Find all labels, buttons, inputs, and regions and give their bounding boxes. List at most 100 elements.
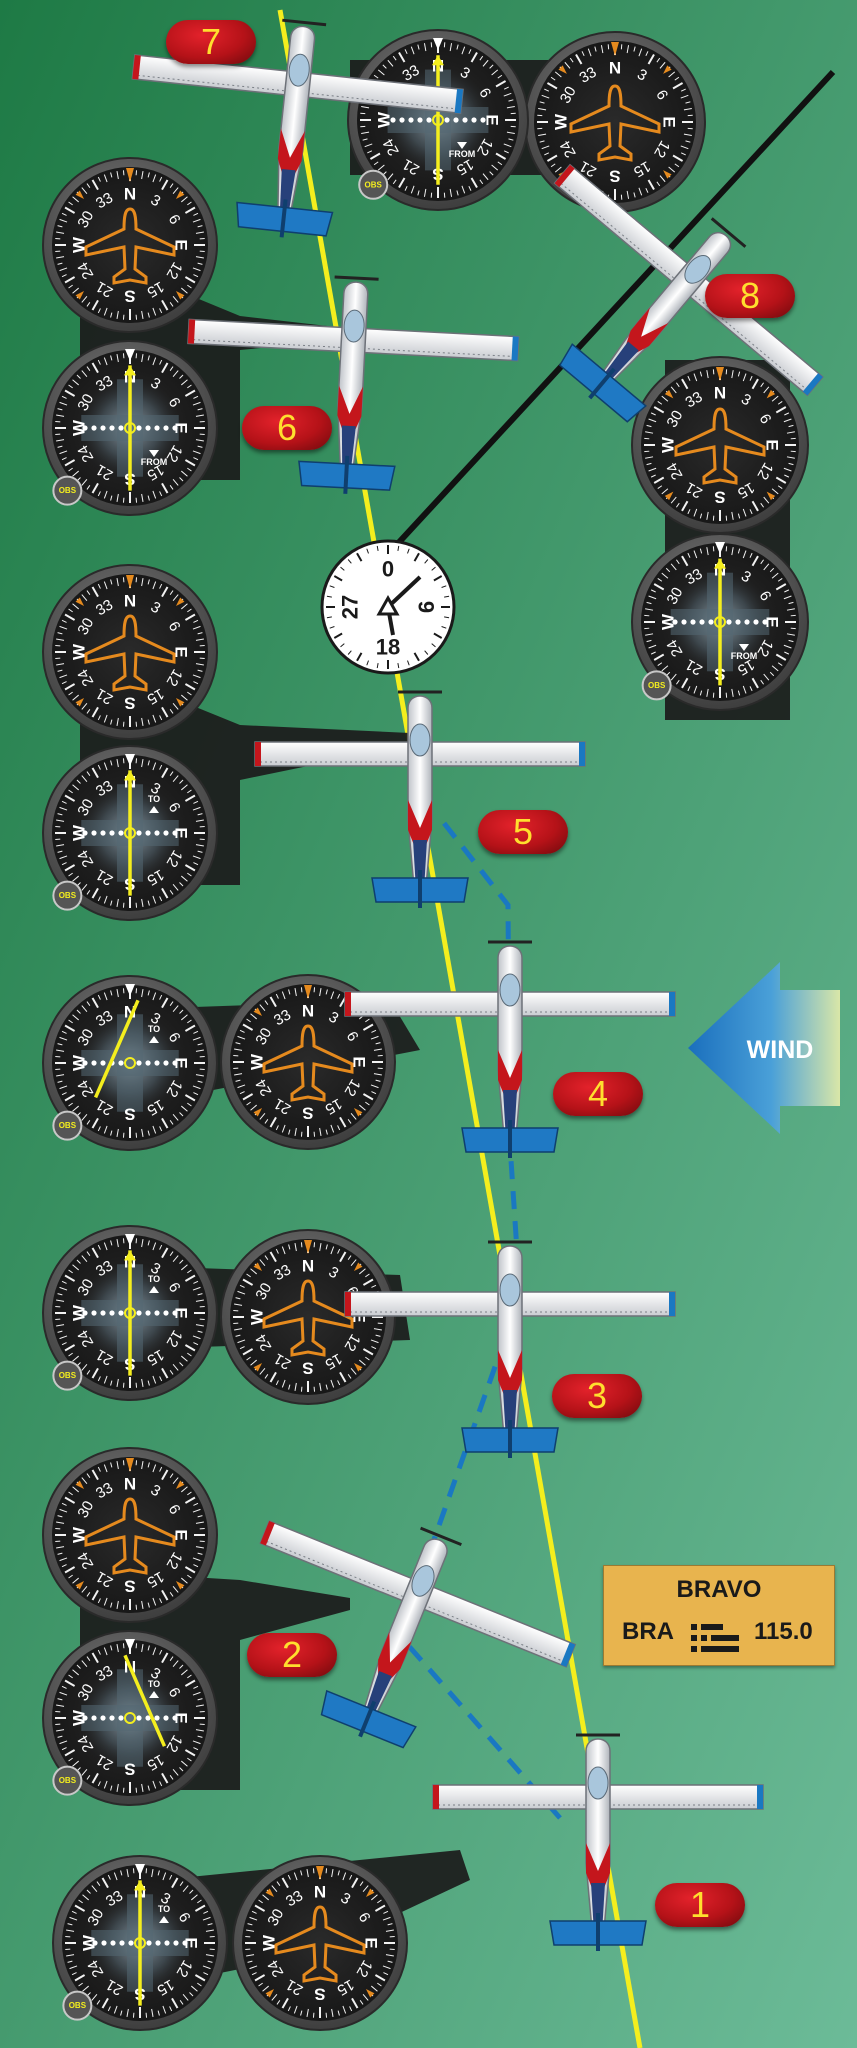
dial-tick: [91, 1367, 99, 1379]
right-wingtip-light: [454, 88, 464, 114]
dial-tick: [294, 1382, 297, 1391]
heading-scale-label: 30: [557, 84, 580, 107]
dial-tick: [116, 1378, 119, 1387]
dial-tick: [235, 1297, 241, 1300]
dial-tick: [404, 49, 408, 55]
dial-tick: [181, 196, 188, 203]
right-wingtip-light: [560, 1642, 576, 1667]
obs-knob-body[interactable]: [358, 169, 389, 200]
dial-tick: [72, 1486, 79, 1493]
dial-tick: [675, 382, 680, 388]
obs-knob[interactable]: OBS: [52, 1765, 83, 1796]
dial-tick: [456, 190, 459, 196]
obs-knob[interactable]: OBS: [62, 1990, 93, 2021]
dial-tick: [661, 572, 669, 579]
course-index: [125, 754, 135, 766]
dial-tick: [59, 1740, 68, 1745]
obs-knob-body[interactable]: [641, 670, 672, 701]
dial-tick: [187, 1352, 192, 1357]
dial-tick: [661, 665, 669, 672]
dial-tick: [169, 1656, 174, 1661]
dial-tick: [162, 2005, 167, 2014]
dial-tick: [337, 1248, 341, 1254]
obs-knob[interactable]: OBS: [52, 1110, 83, 1141]
obs-knob[interactable]: OBS: [358, 169, 389, 200]
to-from-flag-text: TO: [148, 794, 160, 804]
heading-scale-label: S: [124, 694, 135, 713]
cdi-needle: [93, 999, 140, 1099]
obs-knob-body[interactable]: [62, 1990, 93, 2021]
dial-tick: [76, 1664, 81, 1669]
dial-tick: [172, 370, 179, 377]
dial-tick: [169, 1473, 174, 1478]
obs-knob[interactable]: OBS: [641, 670, 672, 701]
dial-tick: [192, 450, 201, 455]
cdi-dot: [118, 425, 124, 431]
obs-label: OBS: [648, 681, 666, 690]
heading-scale-label: E: [172, 1529, 191, 1540]
dial-tick: [86, 890, 91, 895]
dial-tick: [319, 988, 322, 997]
obs-scale-label: S: [124, 1760, 135, 1779]
obs-knob-body[interactable]: [52, 475, 83, 506]
dial-tick: [181, 1264, 188, 1271]
obs-knob-body[interactable]: [52, 1360, 83, 1391]
dial-tick: [668, 166, 676, 173]
heading-scale-label: W: [70, 1526, 89, 1543]
vor-station-box: BRAVO BRA 115.0: [603, 1565, 835, 1666]
obs-knob[interactable]: OBS: [52, 475, 83, 506]
heading-scale-label: E: [350, 1311, 369, 1322]
dial-tick: [506, 105, 515, 109]
dial-tick: [68, 789, 73, 794]
dial-tick: [187, 467, 192, 472]
dial-tick: [181, 287, 188, 294]
dial-tick: [64, 1344, 76, 1352]
dial-tick: [786, 608, 795, 611]
from-flag: FROM: [141, 450, 167, 467]
dial-tick: [281, 1379, 286, 1388]
obs-scale-label: 24: [74, 1327, 97, 1350]
rose-tick: [347, 650, 352, 655]
dial-tick: [763, 386, 770, 394]
dial-tick: [365, 1101, 370, 1106]
dial-tick: [670, 496, 677, 504]
dial-tick: [783, 644, 792, 649]
dial-tick: [59, 1691, 68, 1696]
dial-tick: [374, 1904, 386, 1912]
course-index: [125, 984, 135, 996]
dial-tick: [197, 1080, 203, 1083]
cdi-dot: [91, 1715, 97, 1721]
dial-tick: [192, 218, 201, 223]
heading-scale-label: W: [659, 436, 678, 453]
obs-scale-label: 21: [93, 1096, 116, 1119]
obs-knob[interactable]: OBS: [52, 880, 83, 911]
dial-tick: [86, 1370, 91, 1375]
dial-tick: [197, 262, 203, 265]
dial-tick: [246, 1356, 251, 1361]
dial-tick: [91, 1117, 99, 1129]
dial-tick: [687, 552, 691, 558]
wind-label: WIND: [747, 1036, 814, 1064]
cdi-dot: [118, 1060, 124, 1066]
dial-tick: [179, 2000, 184, 2005]
dial-tick: [181, 1355, 188, 1362]
obs-knob[interactable]: OBS: [52, 1360, 83, 1391]
dial-tick: [126, 1869, 129, 1878]
cdi-dot: [91, 830, 97, 836]
obs-knob-body[interactable]: [52, 1765, 83, 1796]
dial-tick: [706, 547, 709, 556]
wind-arrow: WIND: [688, 962, 840, 1134]
obs-scale-label: 15: [144, 866, 167, 889]
dial-tick: [179, 779, 184, 784]
obs-knob-body[interactable]: [52, 1110, 83, 1141]
dial-tick: [350, 1259, 357, 1266]
cdi-dot: [110, 1940, 116, 1946]
obs-knob-body[interactable]: [52, 880, 83, 911]
dial-tick: [147, 355, 150, 361]
dial-tick: [281, 1246, 286, 1255]
dial-tick: [203, 1910, 209, 1914]
obs-scale-label: 30: [74, 1276, 97, 1299]
obs-scale-label: W: [659, 613, 678, 630]
